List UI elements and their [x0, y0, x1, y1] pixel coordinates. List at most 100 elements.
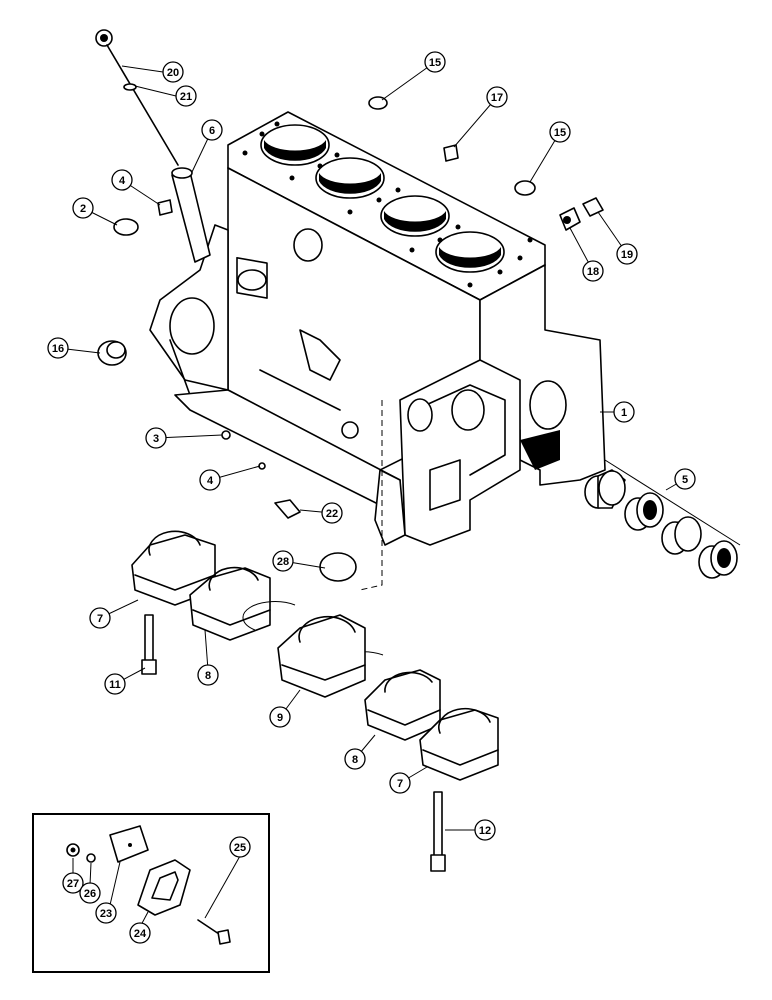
callout-c28: 28 [272, 550, 294, 572]
callout-c4a: 4 [111, 169, 133, 191]
callout-circle [229, 836, 251, 858]
callout-circle [344, 748, 366, 770]
cylinder-bores [260, 124, 505, 273]
callout-label: 21 [180, 91, 192, 103]
callout-c5: 5 [674, 468, 696, 490]
callout-circle [616, 243, 638, 265]
cover-plate-23 [109, 825, 149, 863]
bolt-25 [197, 919, 231, 945]
callout-circle [62, 872, 84, 894]
callouts: 20 21 15 17 6 15 4 2 19 18 16 1 3 4 5 22 28 7 8 11 9 8 7 12 25 27… [47, 51, 696, 944]
callout-label: 11 [109, 679, 121, 691]
callout-label: 6 [209, 125, 215, 137]
callout-label: 7 [97, 613, 103, 625]
callout-label: 17 [491, 92, 503, 104]
callout-label: 2 [80, 203, 86, 215]
callout-label: 15 [554, 127, 566, 139]
callout-c3: 3 [145, 427, 167, 449]
callout-circle [197, 664, 219, 686]
callout-circle [613, 401, 635, 423]
callout-circle [95, 902, 117, 924]
expansion-plug-2 [113, 218, 139, 236]
bearing-cap-8-rear [364, 669, 441, 741]
callout-c27: 27 [62, 872, 84, 894]
callout-c16: 16 [47, 337, 69, 359]
callout-label: 22 [326, 508, 338, 520]
callout-circle [582, 260, 604, 282]
callout-circle [269, 706, 291, 728]
callout-circle [321, 502, 343, 524]
callout-label: 18 [587, 266, 599, 278]
callout-label: 24 [134, 928, 147, 940]
callout-c19: 19 [616, 243, 638, 265]
callout-c8b: 8 [344, 748, 366, 770]
callout-c23: 23 [95, 902, 117, 924]
callout-c24: 24 [129, 922, 151, 944]
callout-circle [272, 550, 294, 572]
callout-c20: 20 [162, 61, 184, 83]
seal-16 [97, 340, 127, 366]
callout-circle [549, 121, 571, 143]
cylinder-block [149, 111, 606, 591]
callout-c18: 18 [582, 260, 604, 282]
callout-label: 27 [67, 878, 79, 890]
fitting-22 [274, 499, 301, 519]
callout-label: 8 [352, 754, 358, 766]
pipe-plug-17 [443, 144, 459, 162]
callout-circle [199, 469, 221, 491]
callout-c7a: 7 [89, 607, 111, 629]
callout-label: 25 [234, 842, 246, 854]
callout-circle [201, 119, 223, 141]
dipstick-tube [171, 167, 211, 263]
callout-c26: 26 [79, 882, 101, 904]
bearing-cap-bolt-12 [430, 791, 446, 872]
drain-cock-18 [559, 207, 581, 231]
callout-label: 15 [429, 57, 441, 69]
washer-26 [86, 853, 96, 863]
callout-circle [175, 85, 197, 107]
callout-label: 12 [479, 825, 491, 837]
callout-c22: 22 [321, 502, 343, 524]
callout-circle [162, 61, 184, 83]
callout-label: 8 [205, 670, 211, 682]
callout-c11: 11 [104, 673, 126, 695]
callout-circle [104, 673, 126, 695]
callout-c1: 1 [613, 401, 635, 423]
bearing-cap-7-rear [419, 707, 499, 781]
callout-circle [72, 197, 94, 219]
callout-c15a: 15 [424, 51, 446, 73]
head-bolt-holes [242, 121, 533, 288]
callout-circle [674, 468, 696, 490]
callout-circle [129, 922, 151, 944]
callout-label: 7 [397, 778, 403, 790]
callout-circle [89, 607, 111, 629]
bearing-cap-7-front [131, 530, 216, 606]
gasket-24 [137, 859, 191, 916]
callout-label: 1 [621, 407, 627, 419]
callout-c2: 2 [72, 197, 94, 219]
dipstick [95, 29, 179, 166]
callout-label: 9 [277, 712, 283, 724]
callout-label: 4 [207, 475, 214, 487]
callout-circle [111, 169, 133, 191]
callout-c6: 6 [201, 119, 223, 141]
callout-label: 19 [621, 249, 633, 261]
bearing-cap-9-center [277, 614, 366, 698]
pipe-plug-4-top [157, 199, 173, 216]
callout-circle [389, 772, 411, 794]
cam-bearings [584, 459, 741, 579]
inset-detail-box [32, 813, 270, 973]
callout-c15b: 15 [549, 121, 571, 143]
callout-label: 26 [84, 888, 96, 900]
callout-label: 5 [682, 474, 688, 486]
gasket-28 [319, 552, 357, 582]
callout-c7b: 7 [389, 772, 411, 794]
callout-label: 28 [277, 556, 289, 568]
callout-label: 16 [52, 343, 64, 355]
nut-27 [66, 843, 80, 857]
fitting-19 [582, 197, 604, 217]
callout-c17: 17 [486, 86, 508, 108]
callout-c8a: 8 [197, 664, 219, 686]
callout-label: 23 [100, 908, 112, 920]
